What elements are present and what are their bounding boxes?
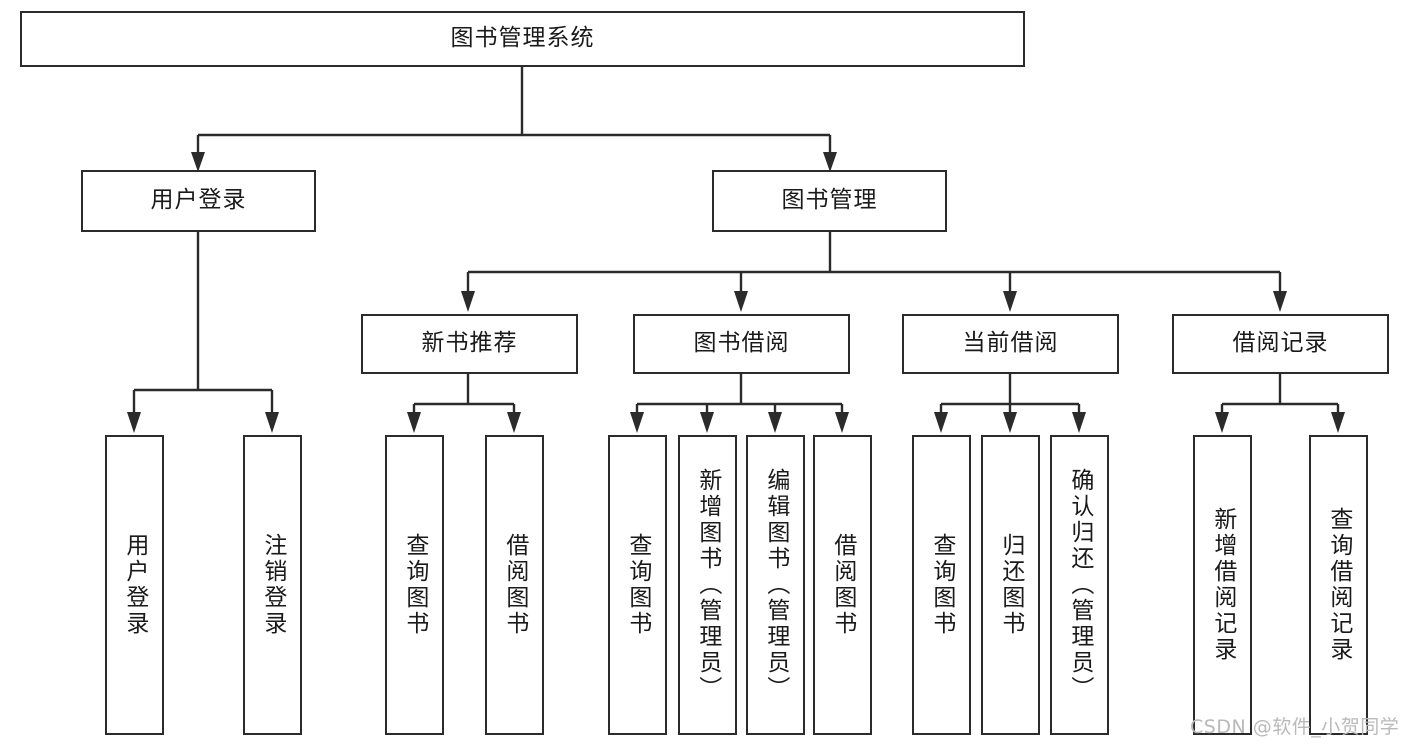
node-user-login[interactable]: 用户登录 bbox=[81, 170, 316, 232]
node-label: 图书管理 bbox=[781, 187, 878, 214]
leaf-query-book-borrow[interactable]: 查询图书 bbox=[608, 435, 667, 735]
leaf-edit-book-admin[interactable]: 编辑图书（管理员） bbox=[746, 435, 805, 735]
node-label: 借阅图书 bbox=[501, 533, 528, 637]
leaf-borrow-book-recommend[interactable]: 借阅图书 bbox=[485, 435, 544, 735]
node-label: 用户登录 bbox=[121, 533, 148, 637]
node-book-management[interactable]: 图书管理 bbox=[712, 170, 947, 232]
leaf-query-book-recommend[interactable]: 查询图书 bbox=[385, 435, 444, 735]
node-book-borrow[interactable]: 图书借阅 bbox=[633, 314, 850, 374]
node-label: 注销登录 bbox=[259, 533, 286, 637]
leaf-user-login[interactable]: 用户登录 bbox=[105, 435, 164, 735]
leaf-return-book[interactable]: 归还图书 bbox=[981, 435, 1040, 735]
leaf-add-borrow-record[interactable]: 新增借阅记录 bbox=[1193, 435, 1252, 735]
node-label: 确认归还（管理员） bbox=[1066, 468, 1093, 702]
leaf-borrow-book[interactable]: 借阅图书 bbox=[813, 435, 872, 735]
node-borrow-record[interactable]: 借阅记录 bbox=[1172, 314, 1389, 374]
leaf-confirm-return-admin[interactable]: 确认归还（管理员） bbox=[1050, 435, 1109, 735]
node-root-system[interactable]: 图书管理系统 bbox=[20, 11, 1025, 67]
node-label: 借阅图书 bbox=[829, 533, 856, 637]
node-label: 查询图书 bbox=[928, 533, 955, 637]
node-label: 查询图书 bbox=[624, 533, 651, 637]
leaf-query-borrow-record[interactable]: 查询借阅记录 bbox=[1309, 435, 1368, 735]
node-label: 用户登录 bbox=[150, 187, 247, 214]
node-label: 编辑图书（管理员） bbox=[762, 468, 789, 702]
node-label: 图书借阅 bbox=[693, 330, 790, 357]
node-label: 新增图书（管理员） bbox=[694, 468, 721, 702]
leaf-logout[interactable]: 注销登录 bbox=[243, 435, 302, 735]
node-label: 归还图书 bbox=[997, 533, 1024, 637]
node-new-book-recommend[interactable]: 新书推荐 bbox=[361, 314, 578, 374]
node-label: 图书管理系统 bbox=[450, 25, 595, 52]
watermark: CSDN @软件_小贺同学 bbox=[1190, 716, 1400, 738]
node-label: 新增借阅记录 bbox=[1209, 507, 1236, 663]
leaf-query-book-current[interactable]: 查询图书 bbox=[912, 435, 971, 735]
leaf-add-book-admin[interactable]: 新增图书（管理员） bbox=[678, 435, 737, 735]
node-label: 新书推荐 bbox=[421, 330, 518, 357]
node-label: 查询借阅记录 bbox=[1325, 507, 1352, 663]
node-label: 当前借阅 bbox=[962, 330, 1059, 357]
node-label: 查询图书 bbox=[401, 533, 428, 637]
node-current-borrow[interactable]: 当前借阅 bbox=[902, 314, 1119, 374]
node-label: 借阅记录 bbox=[1232, 330, 1329, 357]
